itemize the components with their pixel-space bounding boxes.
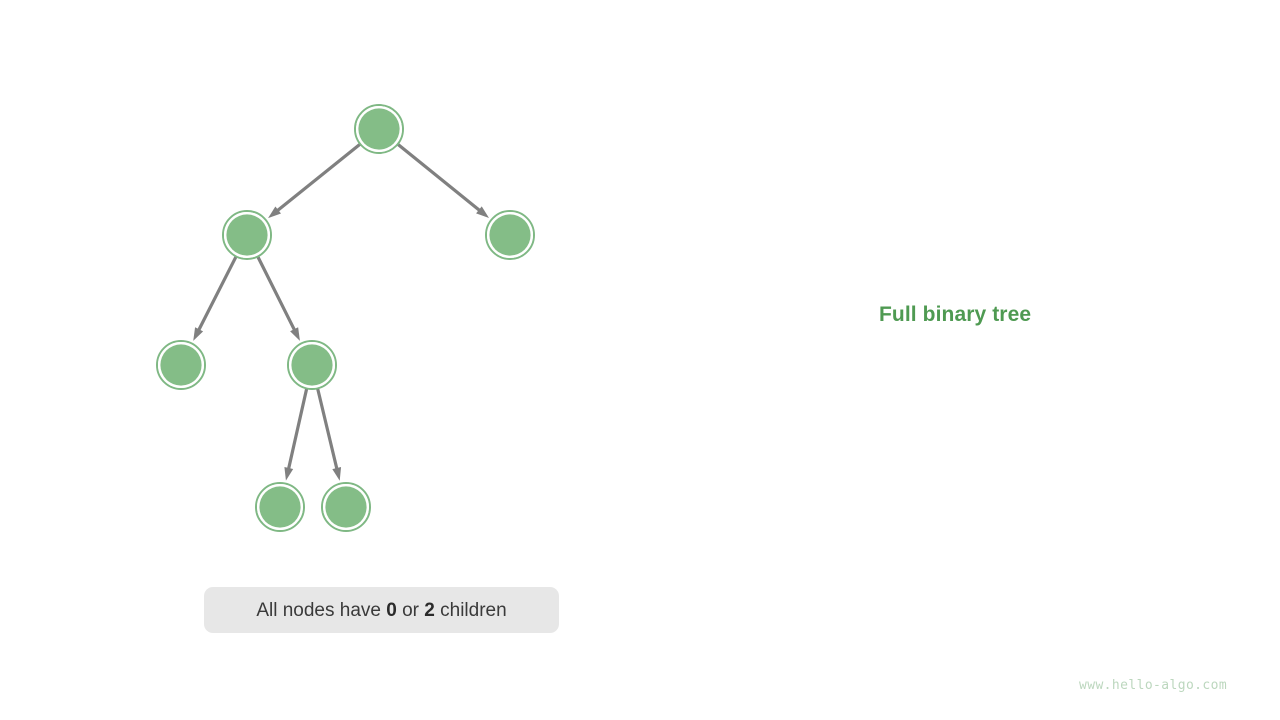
- tree-edge: [256, 255, 298, 334]
- tree-node[interactable]: [321, 482, 371, 532]
- caption-prefix: All nodes have: [256, 599, 387, 621]
- tree-node-fill: [325, 486, 367, 528]
- tree-node-gap: [289, 342, 336, 389]
- tree-node-ring: [255, 482, 305, 532]
- tree-node-ring: [485, 210, 535, 260]
- tree-node-fill: [226, 214, 268, 256]
- tree-edge-arrowhead: [193, 327, 204, 341]
- tree-node-fill: [358, 108, 400, 150]
- tree-node[interactable]: [287, 340, 337, 390]
- caption-badge: All nodes have 0 or 2 children: [204, 587, 559, 633]
- caption-middle: or: [396, 599, 425, 621]
- tree-node-fill: [291, 344, 333, 386]
- tree-edge-arrowhead: [476, 206, 490, 219]
- caption-count-a: 0: [386, 599, 397, 621]
- tree-nodes-layer: [156, 104, 535, 532]
- tree-node-gap: [257, 484, 304, 531]
- tree-node-fill: [160, 344, 202, 386]
- watermark-text: www.hello-algo.com: [1079, 678, 1228, 693]
- tree-edge-arrowhead: [332, 467, 342, 481]
- tree-edge: [396, 143, 483, 214]
- tree-node-ring: [321, 482, 371, 532]
- caption-suffix: children: [434, 599, 507, 621]
- tree-node[interactable]: [354, 104, 404, 154]
- tree-node[interactable]: [222, 210, 272, 260]
- tree-node-fill: [489, 214, 531, 256]
- tree-node-gap: [157, 342, 204, 389]
- caption-count-b: 2: [424, 599, 435, 621]
- tree-node[interactable]: [255, 482, 305, 532]
- tree-node-fill: [259, 486, 301, 528]
- tree-node-ring: [354, 104, 404, 154]
- caption-text: All nodes have 0 or 2 children: [256, 601, 506, 620]
- tree-edge: [316, 387, 339, 473]
- tree-node-gap: [356, 105, 403, 152]
- page-title: Full binary tree: [879, 303, 1032, 326]
- tree-node[interactable]: [156, 340, 206, 390]
- tree-node-gap: [323, 484, 370, 531]
- tree-edge: [196, 255, 238, 334]
- tree-node-ring: [287, 340, 337, 390]
- tree-node[interactable]: [485, 210, 535, 260]
- tree-edge-arrowhead: [290, 327, 300, 341]
- tree-node-gap: [487, 211, 534, 258]
- tree-edge-arrowhead: [284, 466, 294, 481]
- tree-edge-arrowhead: [268, 206, 282, 219]
- tree-edge: [286, 387, 309, 473]
- tree-node-ring: [222, 210, 272, 260]
- tree-node-ring: [156, 340, 206, 390]
- tree-node-gap: [223, 211, 270, 258]
- tree-edges-layer: [193, 143, 490, 481]
- tree-edge: [274, 143, 362, 214]
